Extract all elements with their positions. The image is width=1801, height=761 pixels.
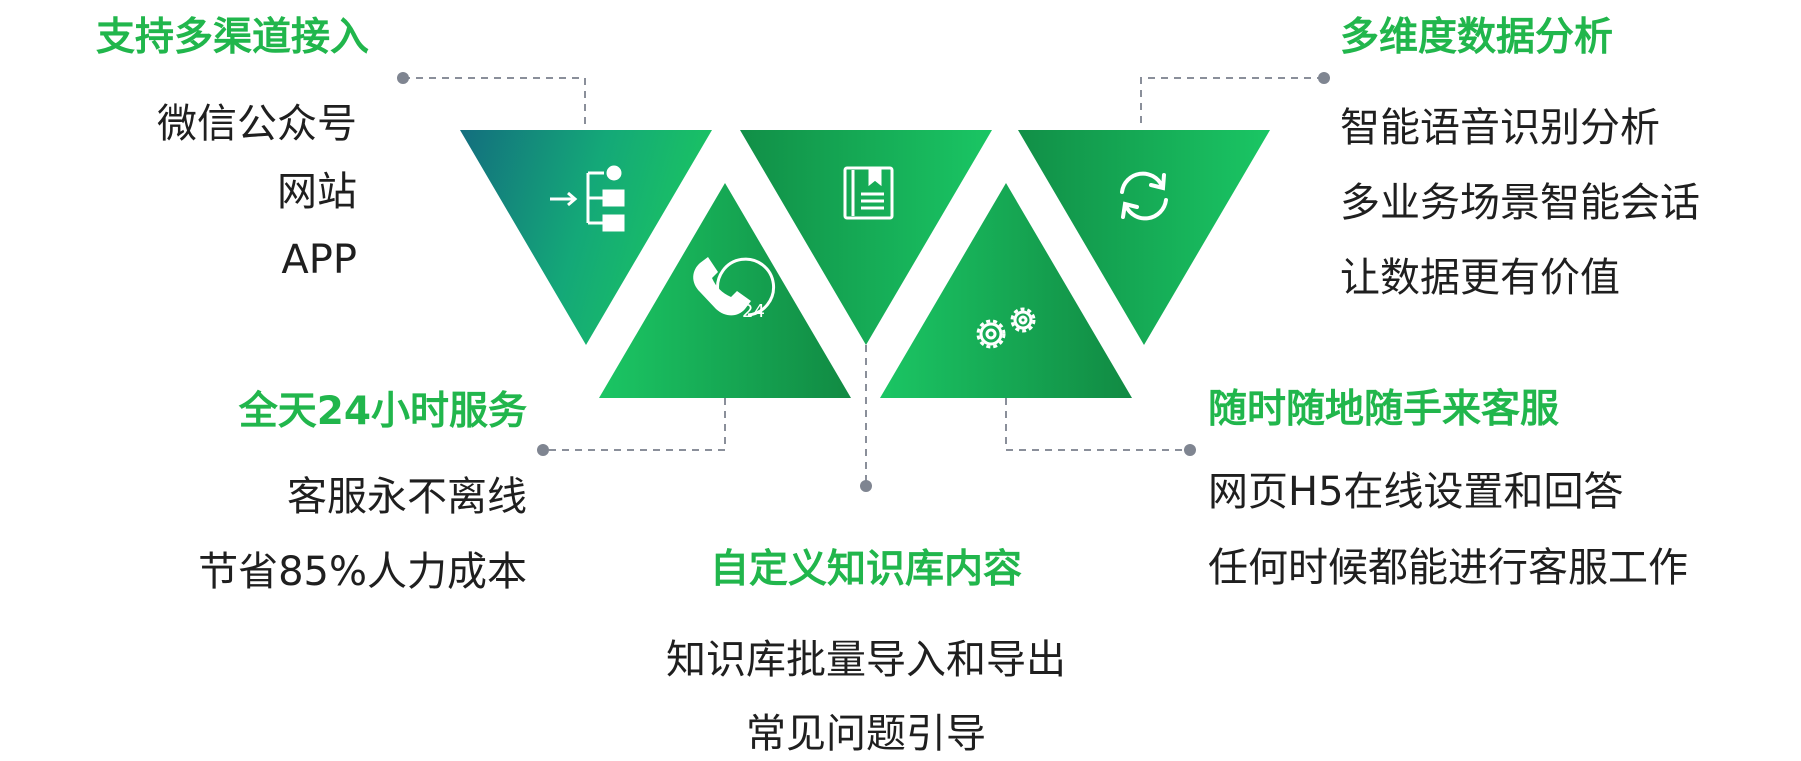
phone-24h-icon: 24 xyxy=(693,257,776,322)
triangle-channels xyxy=(460,130,712,345)
refresh-icon xyxy=(1120,171,1168,221)
channels-item: 网站 xyxy=(277,169,357,215)
analytics-title: 多维度数据分析 xyxy=(1340,15,1614,60)
knowledge-item: 知识库批量导入和导出 xyxy=(666,637,1066,683)
analytics-item: 让数据更有价值 xyxy=(1340,255,1620,301)
triangle-knowledge xyxy=(740,130,992,345)
anytime-item: 网页H5在线设置和回答 xyxy=(1208,469,1624,515)
connector-analytics xyxy=(1140,77,1324,128)
connector-dot xyxy=(860,480,872,492)
gears-icon xyxy=(976,307,1036,349)
anytime-item: 任何时候都能进行客服工作 xyxy=(1208,545,1688,591)
connector-anytime xyxy=(1005,398,1190,451)
knowledge-title: 自定义知识库内容 xyxy=(709,547,1022,592)
service24-title: 全天24小时服务 xyxy=(238,389,527,434)
connector-dot xyxy=(537,444,549,456)
connector-dot xyxy=(1318,72,1330,84)
triangle-analytics xyxy=(1018,130,1270,345)
connector-channels xyxy=(403,77,586,128)
svg-text:24: 24 xyxy=(742,301,765,322)
connector-service24 xyxy=(543,398,726,451)
channel-access-icon xyxy=(550,165,625,232)
triangle-service24 xyxy=(599,183,851,398)
analytics-item: 多业务场景智能会话 xyxy=(1340,180,1700,226)
analytics-item: 智能语音识别分析 xyxy=(1340,105,1660,151)
service24-item: 客服永不离线 xyxy=(287,474,527,520)
knowledge-item: 常见问题引导 xyxy=(746,711,986,757)
triangle-anytime xyxy=(880,183,1132,398)
anytime-title: 随时随地随手来客服 xyxy=(1208,387,1560,432)
knowledge-book-icon xyxy=(843,166,894,220)
channels-item: 微信公众号 xyxy=(157,101,357,147)
connector-dot xyxy=(1184,444,1196,456)
connector-dot xyxy=(397,72,409,84)
channels-title: 支持多渠道接入 xyxy=(96,15,370,60)
service24-item: 节省85%人力成本 xyxy=(198,549,527,595)
channels-item: APP xyxy=(281,237,357,283)
